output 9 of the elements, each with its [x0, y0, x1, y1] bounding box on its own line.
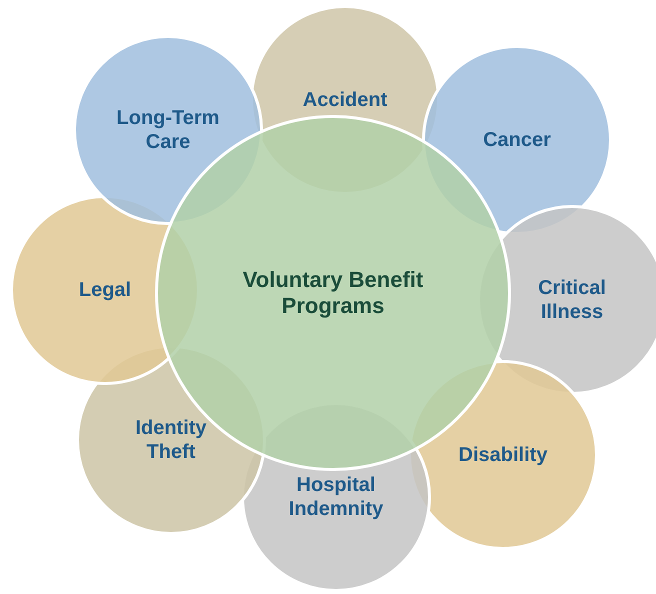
node-label: Cancer — [483, 128, 551, 152]
node-label: Long-Term Care — [116, 106, 220, 154]
node-label: Legal — [78, 278, 132, 302]
node-label: Accident — [302, 88, 388, 112]
node-label: Voluntary Benefit Programs — [242, 266, 424, 320]
node-label: Identity Theft — [134, 416, 208, 464]
node-label: Disability — [458, 443, 548, 467]
node-label: Hospital Indemnity — [288, 473, 384, 521]
node-label: Critical Illness — [537, 276, 607, 324]
